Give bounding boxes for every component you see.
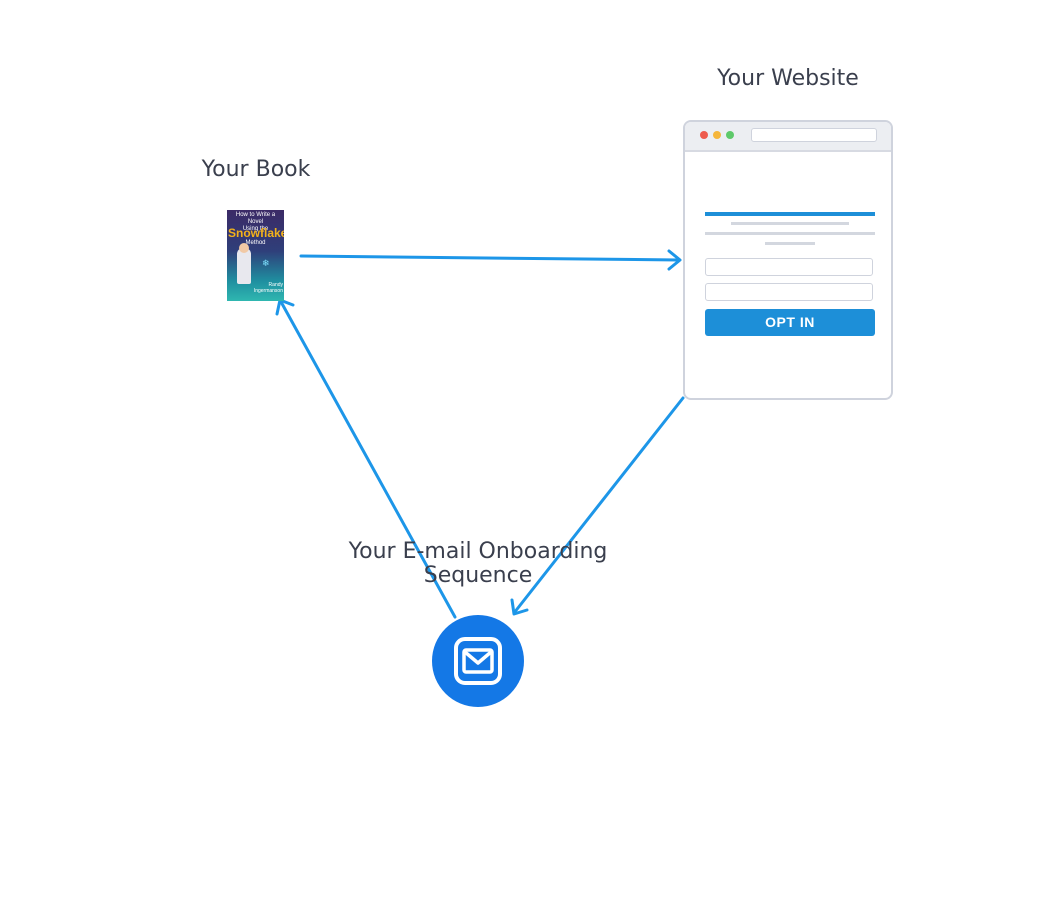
envelope-icon bbox=[454, 637, 502, 685]
arrow-book-to-website bbox=[299, 254, 681, 262]
book-author: Randy Ingermanson bbox=[253, 282, 283, 294]
book-illustration-head bbox=[239, 243, 249, 253]
email-field-placeholder bbox=[705, 283, 873, 301]
email-sequence-label: Your E-mail Onboarding Sequence bbox=[348, 539, 608, 588]
book-illustration bbox=[237, 248, 251, 284]
website-browser-mock: OPT IN bbox=[683, 120, 893, 400]
book-label: Your Book bbox=[201, 157, 311, 182]
browser-titlebar bbox=[685, 122, 891, 152]
close-dot-icon bbox=[700, 131, 708, 139]
book-title-main: Snowflake bbox=[228, 226, 284, 240]
text-line-placeholder bbox=[765, 242, 815, 245]
arrow-email-to-book bbox=[278, 298, 457, 619]
text-line-placeholder bbox=[705, 232, 875, 235]
opt-in-button: OPT IN bbox=[705, 309, 875, 336]
snowflake-icon: ❄ bbox=[262, 258, 270, 268]
address-bar bbox=[751, 128, 877, 142]
name-field-placeholder bbox=[705, 258, 873, 276]
minimize-dot-icon bbox=[713, 131, 721, 139]
arrowhead-email bbox=[510, 598, 529, 616]
email-sequence-node bbox=[432, 615, 524, 707]
maximize-dot-icon bbox=[726, 131, 734, 139]
arrowhead-website bbox=[667, 249, 682, 271]
arrow-website-to-email bbox=[512, 396, 685, 615]
website-label: Your Website bbox=[717, 66, 859, 91]
book-title-sub: Method bbox=[245, 240, 266, 246]
headline-placeholder bbox=[705, 212, 875, 216]
text-line-placeholder bbox=[731, 222, 849, 225]
